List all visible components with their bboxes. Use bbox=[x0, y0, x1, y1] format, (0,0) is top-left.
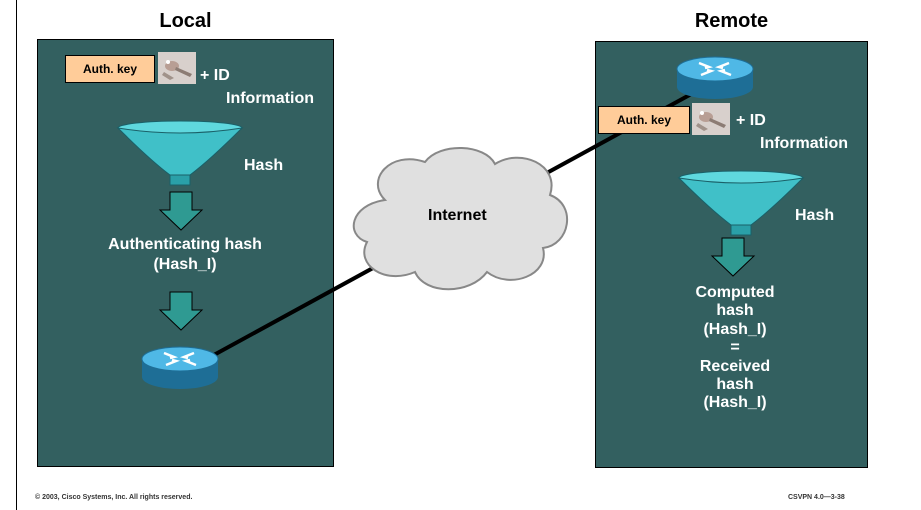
remote-down-arrow-icon bbox=[710, 237, 756, 277]
local-down-arrow-1-icon bbox=[158, 191, 204, 231]
local-id-line2: Information bbox=[226, 90, 314, 107]
course-code-footer: CSVPN 4.0—3-38 bbox=[788, 494, 845, 501]
remote-id-line1: + ID bbox=[736, 112, 766, 129]
local-router-icon bbox=[141, 346, 219, 389]
remote-compare-line: hash bbox=[716, 375, 754, 393]
local-result-line1: Authenticating hash bbox=[108, 236, 262, 253]
copyright-footer: © 2003, Cisco Systems, Inc. All rights r… bbox=[35, 494, 193, 501]
internet-label: Internet bbox=[428, 207, 487, 224]
local-panel bbox=[37, 39, 334, 467]
local-auth-key-box: Auth. key bbox=[65, 55, 155, 83]
remote-compare-line: Computed bbox=[695, 284, 775, 301]
remote-id-line2: Information bbox=[760, 135, 848, 152]
local-key-icon bbox=[158, 52, 196, 84]
remote-router-icon bbox=[676, 56, 754, 99]
remote-hash-funnel-icon bbox=[677, 170, 805, 236]
remote-auth-key-box: Auth. key bbox=[598, 106, 690, 134]
remote-hash-label: Hash bbox=[795, 207, 835, 224]
local-down-arrow-2-icon bbox=[158, 291, 204, 331]
local-result-line2: (Hash_I) bbox=[153, 256, 217, 273]
local-id-line1: + ID bbox=[200, 67, 230, 84]
remote-compare-block: Computed hash (Hash_I) = Received hash (… bbox=[640, 284, 830, 413]
remote-compare-line: = bbox=[730, 339, 740, 357]
remote-compare-line: (Hash_I) bbox=[703, 320, 767, 338]
slide-left-border bbox=[16, 0, 17, 510]
local-hash-label: Hash bbox=[244, 157, 284, 174]
internet-cloud-icon bbox=[352, 147, 568, 291]
remote-compare-line: hash bbox=[716, 302, 754, 320]
local-heading: Local bbox=[159, 10, 212, 32]
remote-key-icon bbox=[692, 103, 730, 135]
local-hash-funnel-icon bbox=[116, 120, 244, 186]
remote-compare-line: Received bbox=[699, 357, 771, 375]
remote-heading: Remote bbox=[694, 10, 769, 32]
remote-compare-line: (Hash_I) bbox=[703, 394, 767, 412]
